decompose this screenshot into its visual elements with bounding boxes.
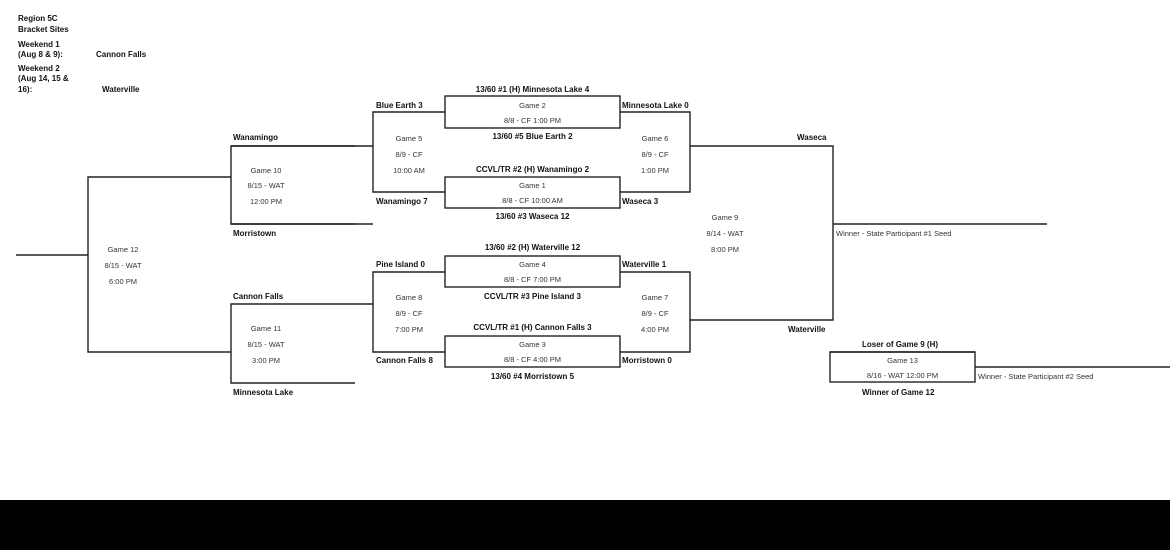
game-3-label: Game 3 xyxy=(519,340,546,349)
game-3-info: 8/8 - CF 4:00 PM xyxy=(503,355,562,364)
game-13-top-team: Loser of Game 9 (H) xyxy=(862,340,939,349)
game-7-top-team: Waterville 1 xyxy=(622,260,667,269)
winner-2-label: Winner - State Participant #2 Seed xyxy=(978,372,1094,381)
game-12-label: Game 12 xyxy=(107,245,139,254)
game-6-bracket xyxy=(620,111,691,193)
game-7-bracket xyxy=(620,271,691,353)
game-11-label: Game 11 xyxy=(250,324,282,333)
game-6-top-team: Minnesota Lake 0 xyxy=(622,101,689,110)
game-8-label: Game 8 xyxy=(395,293,423,302)
game-5-date: 8/9 - CF xyxy=(395,150,423,159)
weekend1-site: Cannon Falls xyxy=(96,50,147,59)
game-9-label: Game 9 xyxy=(711,213,739,222)
game-2-bottom-team: 13/60 #5 Blue Earth 2 xyxy=(492,132,573,141)
game-5-bottom-team: Wanamingo 7 xyxy=(376,197,428,206)
game-12-time: 6:00 PM xyxy=(109,277,137,286)
weekend2-line2: (Aug 14, 15 & xyxy=(18,74,69,83)
game-8-top-team: Pine Island 0 xyxy=(376,260,425,269)
game-11-time: 3:00 PM xyxy=(252,356,280,365)
game-9-bracket xyxy=(690,145,834,321)
game-7-label: Game 7 xyxy=(641,293,669,302)
game-1-label: Game 1 xyxy=(519,181,546,190)
winner-1-label: Winner - State Participant #1 Seed xyxy=(836,229,952,238)
weekend2-line3: 16): xyxy=(18,85,33,94)
game-13-info: 8/16 - WAT 12:00 PM xyxy=(866,371,939,380)
game-10-date: 8/15 - WAT xyxy=(247,181,285,190)
game-8-time: 7:00 PM xyxy=(395,325,423,334)
game-10-top-team: Wanamingo xyxy=(233,133,279,142)
weekend2-site: Waterville xyxy=(102,85,140,94)
game-4-label: Game 4 xyxy=(519,260,546,269)
game-7-bottom-team: Morristown 0 xyxy=(622,356,672,365)
game-12-bracket xyxy=(87,176,231,353)
game-10-time: 12:00 PM xyxy=(249,197,283,206)
game-5-top-team: Blue Earth 3 xyxy=(376,101,423,110)
game-1-bottom-team: 13/60 #3 Waseca 12 xyxy=(495,212,570,221)
game-6-bottom-team: Waseca 3 xyxy=(622,197,659,206)
game-11-bottom-team: Minnesota Lake xyxy=(233,388,294,397)
bracket-diagram: Region 5C Bracket Sites Weekend 1 (Aug 8… xyxy=(16,14,1170,397)
game-13-bottom-team: Winner of Game 12 xyxy=(862,388,935,397)
weekend2-line1: Weekend 2 xyxy=(18,64,60,73)
game-4-bottom-team: CCVL/TR #3 Pine Island 3 xyxy=(484,292,581,301)
game-6-time: 1:00 PM xyxy=(641,166,669,175)
bracket-lines xyxy=(16,95,1170,384)
weekend1-line2: (Aug 8 & 9): xyxy=(18,50,63,59)
header-title-line1: Region 5C xyxy=(18,14,58,23)
game-8-date: 8/9 - CF xyxy=(395,309,423,318)
game-8-bracket xyxy=(372,271,445,353)
game-6-label: Game 6 xyxy=(641,134,669,143)
weekend1-line1: Weekend 1 xyxy=(18,40,60,49)
game-11-bracket xyxy=(230,303,373,384)
header-title-line2: Bracket Sites xyxy=(18,25,69,34)
game-5-label: Game 5 xyxy=(395,134,423,143)
game-6-date: 8/9 - CF xyxy=(641,150,669,159)
game-1-top-team: CCVL/TR #2 (H) Wanamingo 2 xyxy=(475,165,590,174)
game-5-bracket xyxy=(372,111,445,193)
game-11-top-team: Cannon Falls xyxy=(233,292,284,301)
game-7-time: 4:00 PM xyxy=(641,325,669,334)
game-4-info: 8/8 - CF 7:00 PM xyxy=(503,275,562,284)
game-1-info: 8/8 - CF 10:00 AM xyxy=(502,196,563,205)
game-4-top-team: 13/60 #2 (H) Waterville 12 xyxy=(484,243,581,252)
bottom-black-band xyxy=(0,500,1170,550)
game-3-top-team: CCVL/TR #1 (H) Cannon Falls 3 xyxy=(473,323,592,332)
game-9-top-team: Waseca xyxy=(797,133,827,142)
game-3-bottom-team: 13/60 #4 Morristown 5 xyxy=(490,372,575,381)
game-7-date: 8/9 - CF xyxy=(641,309,669,318)
game-9-bottom-team: Waterville xyxy=(788,325,826,334)
game-2-info: 8/8 - CF 1:00 PM xyxy=(503,116,562,125)
game-2-label: Game 2 xyxy=(519,101,546,110)
game-11-date: 8/15 - WAT xyxy=(247,340,285,349)
game-9-date: 8/14 - WAT xyxy=(706,229,744,238)
game-10-bottom-team: Morristown xyxy=(233,229,277,238)
game-10-label: Game 10 xyxy=(250,166,282,175)
game-5-time: 10:00 AM xyxy=(393,166,425,175)
game-13-label: Game 13 xyxy=(887,356,918,365)
game-12-date: 8/15 - WAT xyxy=(104,261,142,270)
game-9-time: 8:00 PM xyxy=(711,245,739,254)
game-2-top-team: 13/60 #1 (H) Minnesota Lake 4 xyxy=(475,85,590,94)
game-8-bottom-team: Cannon Falls 8 xyxy=(376,356,433,365)
